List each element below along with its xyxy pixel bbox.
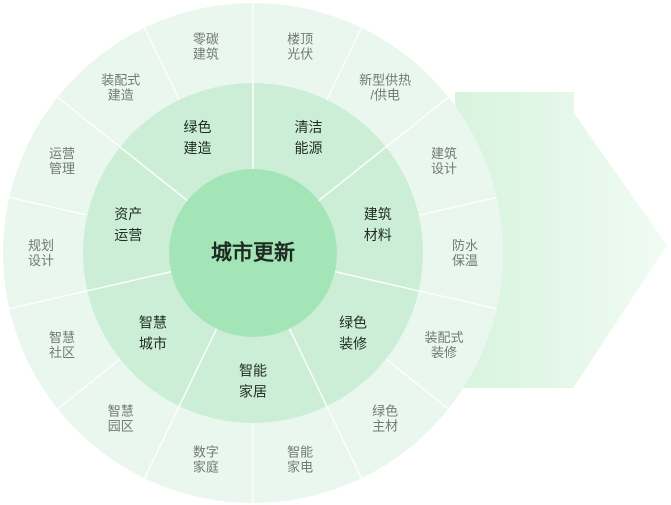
outer-segment-label: 数字家庭 — [193, 445, 219, 475]
inner-segment-label: 资产运营 — [114, 206, 142, 243]
outer-segment-label: 装配式装修 — [424, 330, 463, 360]
inner-divider — [178, 328, 218, 407]
inner-segment-label: 智慧城市 — [139, 314, 167, 351]
outer-divider — [416, 289, 497, 310]
outer-divider — [143, 27, 181, 102]
outer-segment-label: 绿色主材 — [372, 404, 398, 434]
outer-segment-label: 装配式建造 — [101, 72, 140, 102]
outer-segment-label: 建筑设计 — [431, 146, 457, 176]
inner-segment-label: 建筑材料 — [364, 206, 392, 243]
center-circle — [169, 169, 337, 337]
outer-divider — [383, 96, 449, 149]
outer-segment-label: 规划设计 — [28, 238, 54, 268]
outer-divider — [143, 404, 181, 479]
outer-segment-label: 楼顶光伏 — [287, 31, 313, 61]
outer-segment-label: 零碳建筑 — [193, 31, 219, 61]
inner-divider — [87, 271, 172, 292]
outer-segment-label: 运营管理 — [49, 146, 75, 176]
center-title: 城市更新 — [211, 241, 295, 265]
inner-segment-label: 绿色建造 — [183, 119, 211, 156]
inner-segment-label: 清洁能源 — [295, 119, 323, 156]
inner-divider — [119, 146, 188, 202]
outer-divider — [325, 404, 363, 479]
inner-divider — [334, 271, 419, 292]
inner-segment-label: 绿色装修 — [339, 314, 367, 351]
outer-segment-label: 新型供热/供电 — [359, 72, 411, 102]
outer-divider — [9, 289, 90, 310]
inner-segment-label: 智能家居 — [239, 363, 267, 400]
outer-divider — [9, 196, 90, 217]
outer-divider — [57, 96, 123, 149]
inner-divider — [318, 146, 387, 202]
outer-segment-label: 防水保温 — [452, 238, 478, 268]
outer-segment-label: 智慧社区 — [49, 330, 75, 360]
outer-segment-label: 智慧园区 — [108, 404, 134, 434]
arrow-shape — [455, 92, 667, 388]
outer-segment-label: 智能家电 — [287, 445, 313, 475]
outer-divider — [325, 27, 363, 102]
outer-divider — [57, 357, 123, 410]
outer-divider — [383, 357, 449, 410]
outer-divider — [416, 196, 497, 217]
inner-divider — [288, 328, 328, 407]
